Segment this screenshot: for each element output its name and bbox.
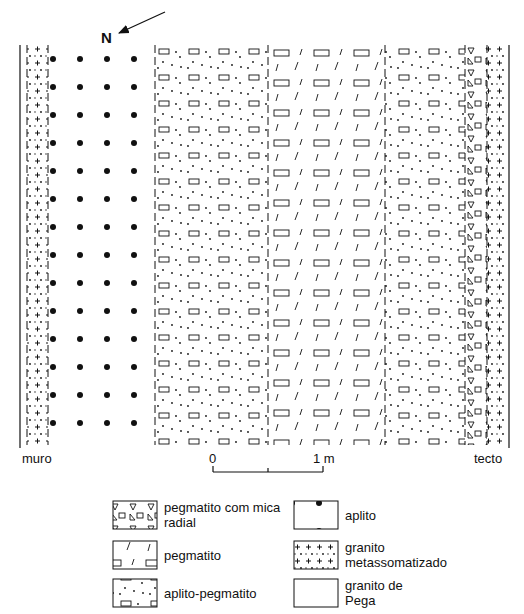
hangingwall-label: tecto — [474, 451, 502, 466]
legend-entry: pegmatito — [112, 540, 282, 570]
legend-entry: aplito-pegmatito — [112, 578, 282, 608]
legend-text: pegmatito — [164, 548, 282, 563]
legend-swatch — [293, 500, 339, 530]
legend-text: aplito-pegmatito — [164, 586, 282, 601]
legend-text: aplito — [345, 508, 413, 523]
legend-swatch — [112, 500, 158, 530]
legend-entry: granito de Pega — [293, 578, 413, 608]
legend-entry: aplito — [293, 500, 413, 530]
legend-swatch — [293, 578, 339, 608]
scale-label: 1 m — [313, 451, 335, 466]
legend-entry: granito metassomatizado — [293, 540, 413, 570]
north-label: N — [101, 30, 112, 45]
scale-label: 0 — [209, 451, 216, 466]
legend-text: granito de Pega — [345, 578, 413, 608]
legend-text: granito metassomatizado — [345, 540, 413, 570]
legend-swatch — [112, 578, 158, 608]
legend-text: pegmatito com mica radial — [164, 500, 282, 530]
footwall-label: muro — [22, 451, 52, 466]
legend-swatch — [293, 540, 339, 570]
legend-entry: pegmatito com mica radial — [112, 500, 282, 530]
legend-swatch — [112, 540, 158, 570]
